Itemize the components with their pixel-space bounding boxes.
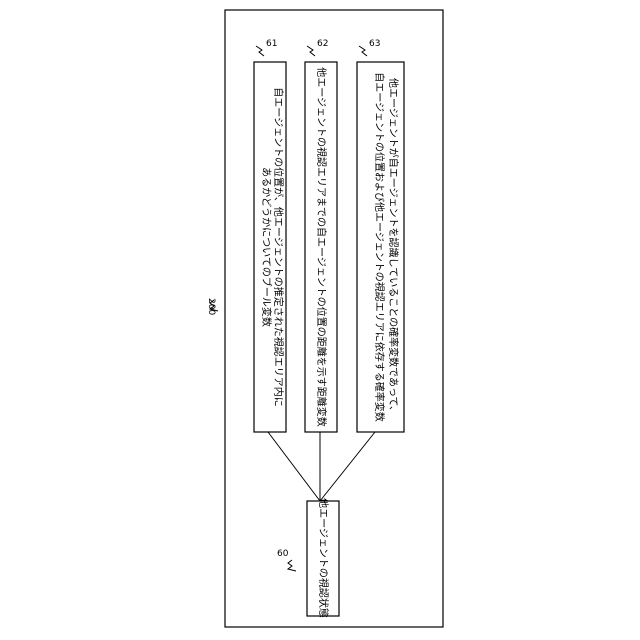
ref-62: 62 (317, 39, 328, 49)
ref-63: 63 (369, 39, 380, 49)
connector-61 (268, 432, 320, 501)
box-63-line-1: 他エージェントが自エージェントを認識していることの確率変数であって、 (387, 78, 400, 416)
connector-63 (320, 432, 375, 501)
ref-60: 60 (277, 549, 289, 559)
ref-60-leader (288, 560, 296, 571)
ref-61-leader (256, 46, 264, 56)
figure-number: 200 (206, 298, 216, 315)
box-60-text: 他エージェントの視認状態 (317, 498, 330, 618)
box-61-line-1: 自エージェントの位置が、他エージェントの推定された視認エリア内に (272, 87, 285, 406)
box-61-line-2: あるかどうかについてのブール変数 (260, 167, 273, 327)
ref-61: 61 (266, 39, 277, 49)
box-63-line-2: 自エージェントの位置および他エージェントの視認エリアに依存する確率変数 (373, 72, 386, 422)
ref-63-leader (359, 46, 367, 56)
box-62-line-1: 他エージェントの視認エリアまでの自エージェントの位置の距離を示す距離変数 (315, 67, 328, 427)
ref-62-leader (307, 46, 315, 56)
